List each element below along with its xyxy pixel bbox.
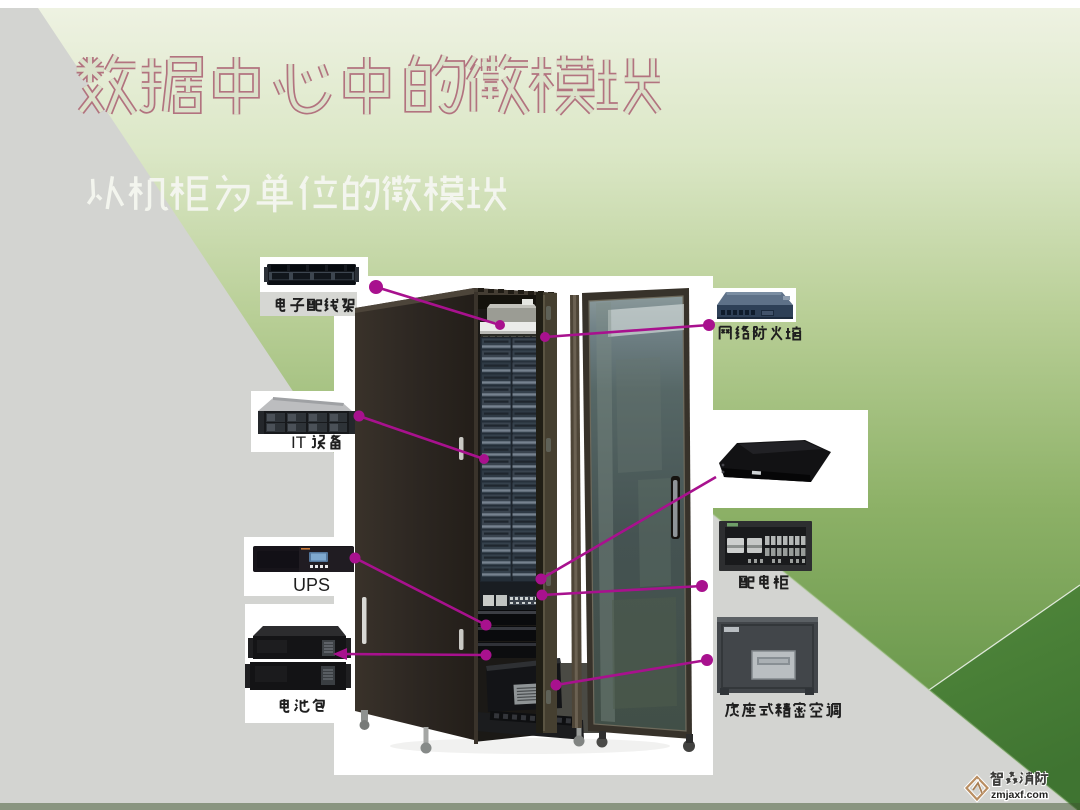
svg-text:UPS: UPS bbox=[293, 575, 330, 595]
svg-text:IT: IT bbox=[291, 433, 306, 452]
svg-text:zmjaxf.com: zmjaxf.com bbox=[991, 789, 1048, 801]
